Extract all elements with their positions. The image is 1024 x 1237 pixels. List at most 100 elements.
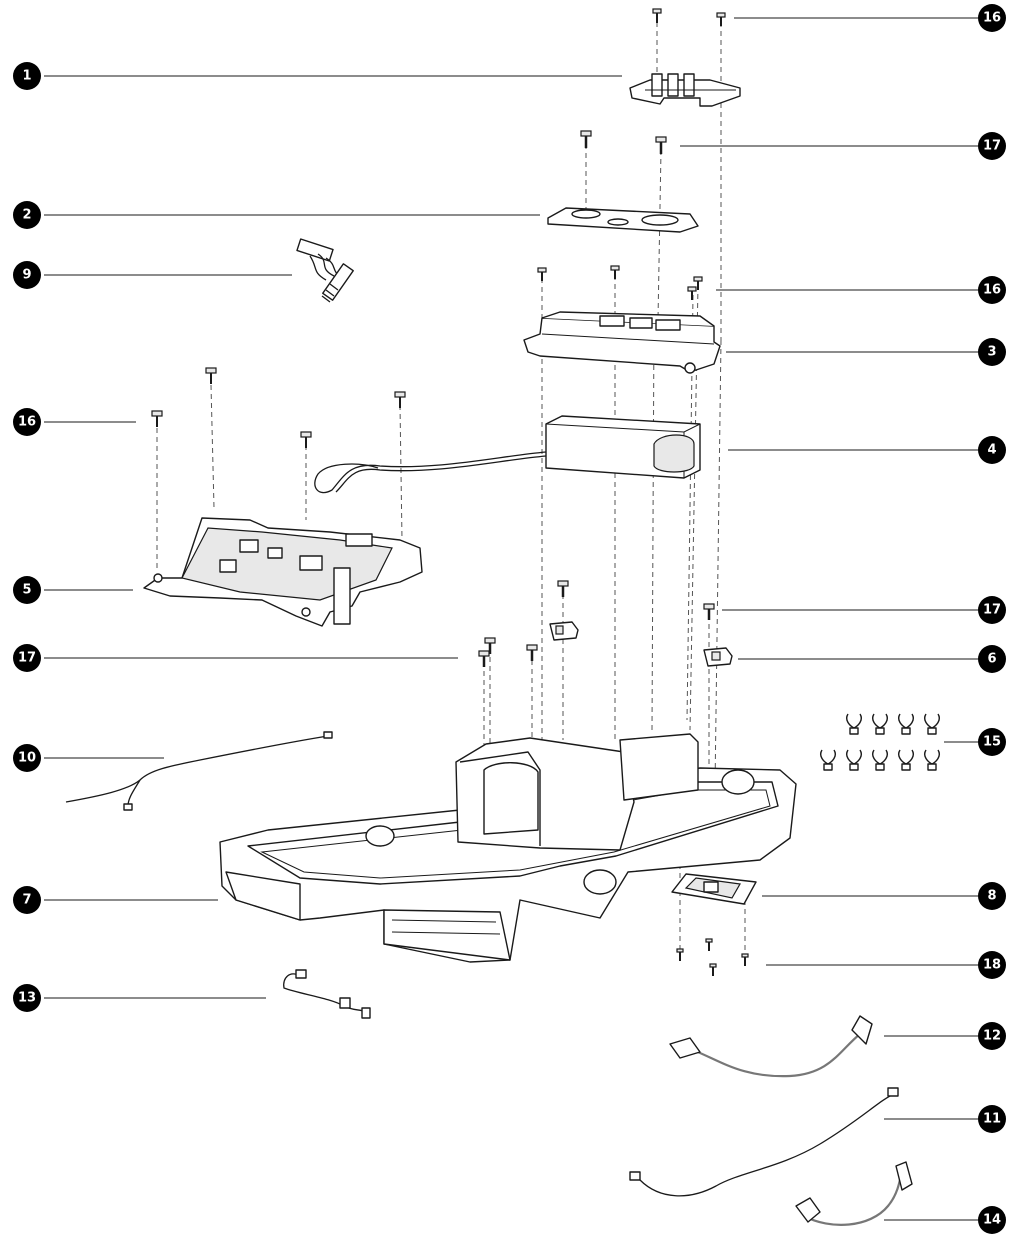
part-11-cable bbox=[629, 1087, 899, 1197]
callout-1: 1 bbox=[13, 62, 41, 90]
screw-icon bbox=[687, 286, 697, 300]
callout-number: 16 bbox=[18, 415, 36, 430]
callout-number: 5 bbox=[22, 583, 31, 598]
screw-icon bbox=[741, 953, 749, 966]
callout-badge bbox=[978, 882, 1006, 910]
callout-number: 4 bbox=[987, 443, 996, 458]
clip-icon bbox=[923, 713, 941, 735]
screw-icon bbox=[205, 367, 217, 384]
part-7-chassis bbox=[219, 733, 797, 963]
clip-icon bbox=[871, 749, 889, 771]
part-15-clip-set bbox=[819, 713, 941, 771]
screw-icon bbox=[580, 130, 592, 148]
screw-icon bbox=[394, 391, 406, 408]
callout-badge bbox=[13, 62, 41, 90]
screw-icon bbox=[655, 136, 667, 154]
part-14-cable bbox=[795, 1161, 913, 1226]
callout-2: 2 bbox=[13, 201, 41, 229]
callout-number: 6 bbox=[987, 652, 996, 667]
callout-13: 13 bbox=[13, 984, 41, 1012]
callout-badge bbox=[978, 338, 1006, 366]
callout-badge bbox=[978, 436, 1006, 464]
screw-icon bbox=[151, 410, 163, 427]
callout-number: 13 bbox=[18, 991, 36, 1006]
callout-9: 9 bbox=[13, 261, 41, 289]
callout-15: 15 bbox=[978, 728, 1006, 756]
screw-set-16-mid bbox=[537, 265, 703, 300]
callout-number: 16 bbox=[983, 11, 1001, 26]
callout-6: 6 bbox=[978, 645, 1006, 673]
part-8-sensor bbox=[671, 873, 757, 905]
callout-16-mid: 16 bbox=[978, 276, 1006, 304]
part-3-housing bbox=[523, 311, 721, 374]
part-5-pcb bbox=[143, 517, 423, 627]
callout-number: 17 bbox=[983, 139, 1001, 154]
clip-icon bbox=[819, 749, 837, 771]
callout-4: 4 bbox=[978, 436, 1006, 464]
callout-badge bbox=[978, 645, 1006, 673]
callout-10: 10 bbox=[13, 744, 41, 772]
screw-set-17-top bbox=[580, 130, 667, 154]
callout-badge bbox=[978, 728, 1006, 756]
screw-icon bbox=[705, 938, 713, 951]
callout-17-right: 17 bbox=[978, 596, 1006, 624]
callout-badge bbox=[978, 1206, 1006, 1234]
clip-icon bbox=[845, 713, 863, 735]
callout-badge bbox=[13, 744, 41, 772]
callout-17-top: 17 bbox=[978, 132, 1006, 160]
callout-16-top: 16 bbox=[978, 4, 1006, 32]
part-9-harness bbox=[296, 238, 354, 303]
callout-badge bbox=[978, 132, 1006, 160]
callout-badge bbox=[13, 201, 41, 229]
callout-12: 12 bbox=[978, 1022, 1006, 1050]
callout-16-left: 16 bbox=[13, 408, 41, 436]
screw-icon bbox=[526, 644, 538, 661]
callout-badge bbox=[13, 984, 41, 1012]
screw-icon bbox=[557, 580, 569, 597]
callout-badge bbox=[13, 644, 41, 672]
part-10-cable bbox=[65, 731, 333, 811]
callout-number: 18 bbox=[983, 958, 1001, 973]
callout-badge bbox=[978, 276, 1006, 304]
callout-11: 11 bbox=[978, 1105, 1006, 1133]
screw-set-18 bbox=[676, 938, 749, 976]
callout-number: 3 bbox=[987, 345, 996, 360]
callout-8: 8 bbox=[978, 882, 1006, 910]
callout-number: 12 bbox=[983, 1029, 1001, 1044]
callout-number: 11 bbox=[983, 1112, 1001, 1127]
leader-lines bbox=[44, 17, 978, 1221]
screw-set-16-top bbox=[652, 8, 726, 26]
callout-badge bbox=[978, 4, 1006, 32]
part-6-clip-left bbox=[549, 621, 579, 641]
screw-icon bbox=[716, 12, 726, 26]
screw-set-17-mid bbox=[478, 580, 715, 667]
screw-icon bbox=[652, 8, 662, 23]
callout-3: 3 bbox=[978, 338, 1006, 366]
part-12-cable bbox=[669, 1015, 873, 1078]
callout-number: 7 bbox=[22, 893, 31, 908]
clip-icon bbox=[871, 713, 889, 735]
callout-number: 14 bbox=[983, 1213, 1001, 1228]
part-13-harness bbox=[283, 969, 371, 1019]
part-1-bracket bbox=[629, 73, 741, 107]
callout-badge bbox=[978, 1105, 1006, 1133]
part-6-switch bbox=[703, 647, 733, 667]
part-2-plate bbox=[547, 207, 699, 233]
callout-number: 17 bbox=[18, 651, 36, 666]
screw-icon bbox=[703, 603, 715, 620]
callout-badge bbox=[978, 951, 1006, 979]
clip-icon bbox=[897, 713, 915, 735]
callout-badge bbox=[978, 1022, 1006, 1050]
screw-set-16-left bbox=[151, 367, 406, 448]
screw-icon bbox=[709, 963, 717, 976]
callout-badge bbox=[13, 261, 41, 289]
callout-number: 9 bbox=[22, 268, 31, 283]
callout-badge bbox=[13, 886, 41, 914]
callout-18: 18 bbox=[978, 951, 1006, 979]
screw-icon bbox=[484, 637, 496, 654]
callout-number: 15 bbox=[983, 735, 1001, 750]
callout-number: 10 bbox=[18, 751, 36, 766]
callout-17-left: 17 bbox=[13, 644, 41, 672]
screw-icon bbox=[610, 265, 620, 279]
